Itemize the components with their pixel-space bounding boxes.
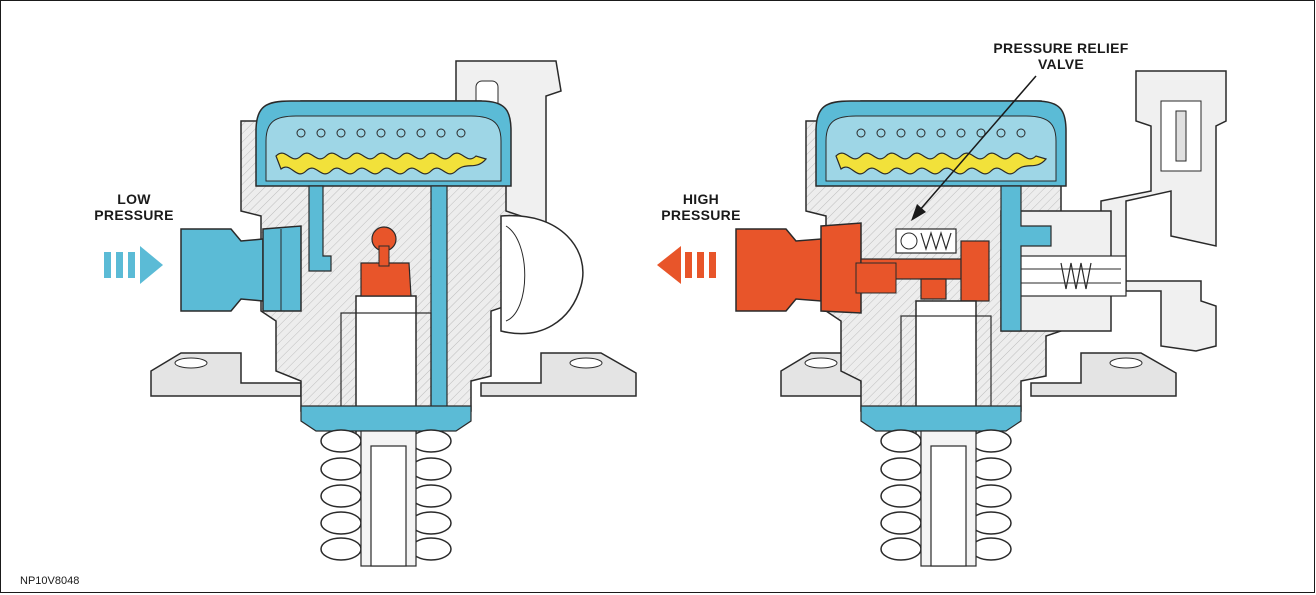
- right-pressure-damper: [835, 152, 1048, 175]
- left-side-cap: [500, 214, 584, 335]
- left-inlet-valve: [360, 262, 412, 297]
- low-pressure-line-2: PRESSURE: [94, 207, 174, 223]
- right-return-spring: [880, 429, 1012, 561]
- high-pressure-arrow: [657, 246, 716, 284]
- relief-valve-line-2: VALVE: [1037, 56, 1085, 72]
- high-pressure-label: HIGH PRESSURE: [646, 191, 756, 223]
- left-pump-diagram: [150, 60, 637, 567]
- right-outlet-fitting: [735, 228, 822, 312]
- high-pressure-line-2: PRESSURE: [661, 207, 741, 223]
- right-pump-diagram: [735, 70, 1227, 567]
- high-pressure-line-1: HIGH: [682, 191, 720, 207]
- left-inlet-fitting: [180, 228, 264, 312]
- figure-code: NP10V8048: [20, 575, 80, 587]
- relief-valve-line-1: PRESSURE RELIEF: [993, 40, 1129, 56]
- left-fuel-channel: [430, 185, 448, 417]
- low-pressure-line-1: LOW: [117, 191, 151, 207]
- relief-valve-leader: [911, 75, 1037, 221]
- left-pressure-damper: [275, 152, 488, 175]
- right-outlet-valve: [960, 240, 990, 302]
- low-pressure-arrow: [104, 246, 163, 284]
- relief-valve-label: PRESSURE RELIEF VALVE: [971, 40, 1151, 72]
- left-return-spring: [320, 429, 452, 561]
- low-pressure-label: LOW PRESSURE: [79, 191, 189, 223]
